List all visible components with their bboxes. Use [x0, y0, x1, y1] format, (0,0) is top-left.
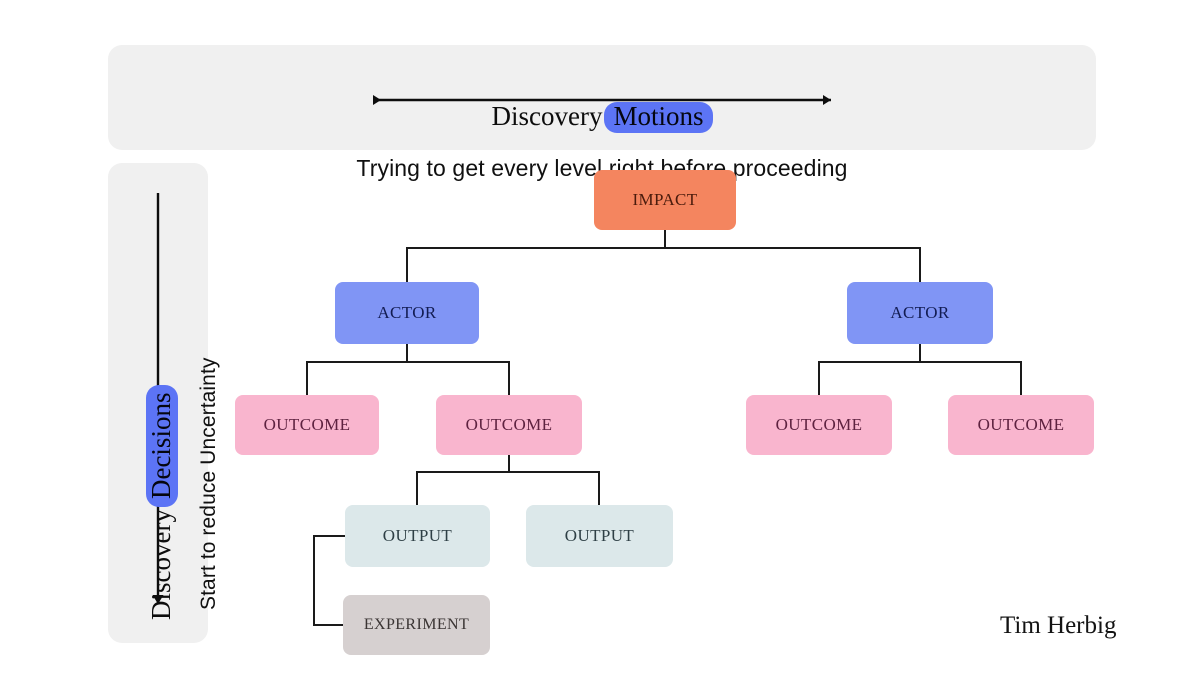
edge-output1-experiment: [313, 535, 346, 626]
tree-node-outcome-3[interactable]: OUTCOME: [746, 395, 892, 455]
panel-title-highlight: Motions: [604, 102, 713, 133]
tree-node-experiment[interactable]: EXPERIMENT: [343, 595, 490, 655]
side-label-plain: Discovery: [146, 509, 176, 620]
tree-node-actor-r[interactable]: ACTOR: [847, 282, 993, 344]
author-signature: Tim Herbig: [1000, 612, 1117, 639]
panel-title-plain: Discovery: [491, 101, 603, 131]
tree-node-outcome-2[interactable]: OUTCOME: [436, 395, 582, 455]
tree-node-outcome-4[interactable]: OUTCOME: [948, 395, 1094, 455]
tree-node-output-2[interactable]: OUTPUT: [526, 505, 673, 567]
tree-node-outcome-1[interactable]: OUTCOME: [235, 395, 379, 455]
side-label-highlight: Decisions: [146, 384, 178, 508]
tree-node-actor-l[interactable]: ACTOR: [335, 282, 479, 344]
tree-node-impact[interactable]: IMPACT: [594, 170, 736, 230]
side-label-discovery-decisions: DiscoveryDecisions: [146, 384, 178, 620]
side-caption-uncertainty: Start to reduce Uncertainty: [197, 357, 220, 611]
tree-node-output-1[interactable]: OUTPUT: [345, 505, 490, 567]
